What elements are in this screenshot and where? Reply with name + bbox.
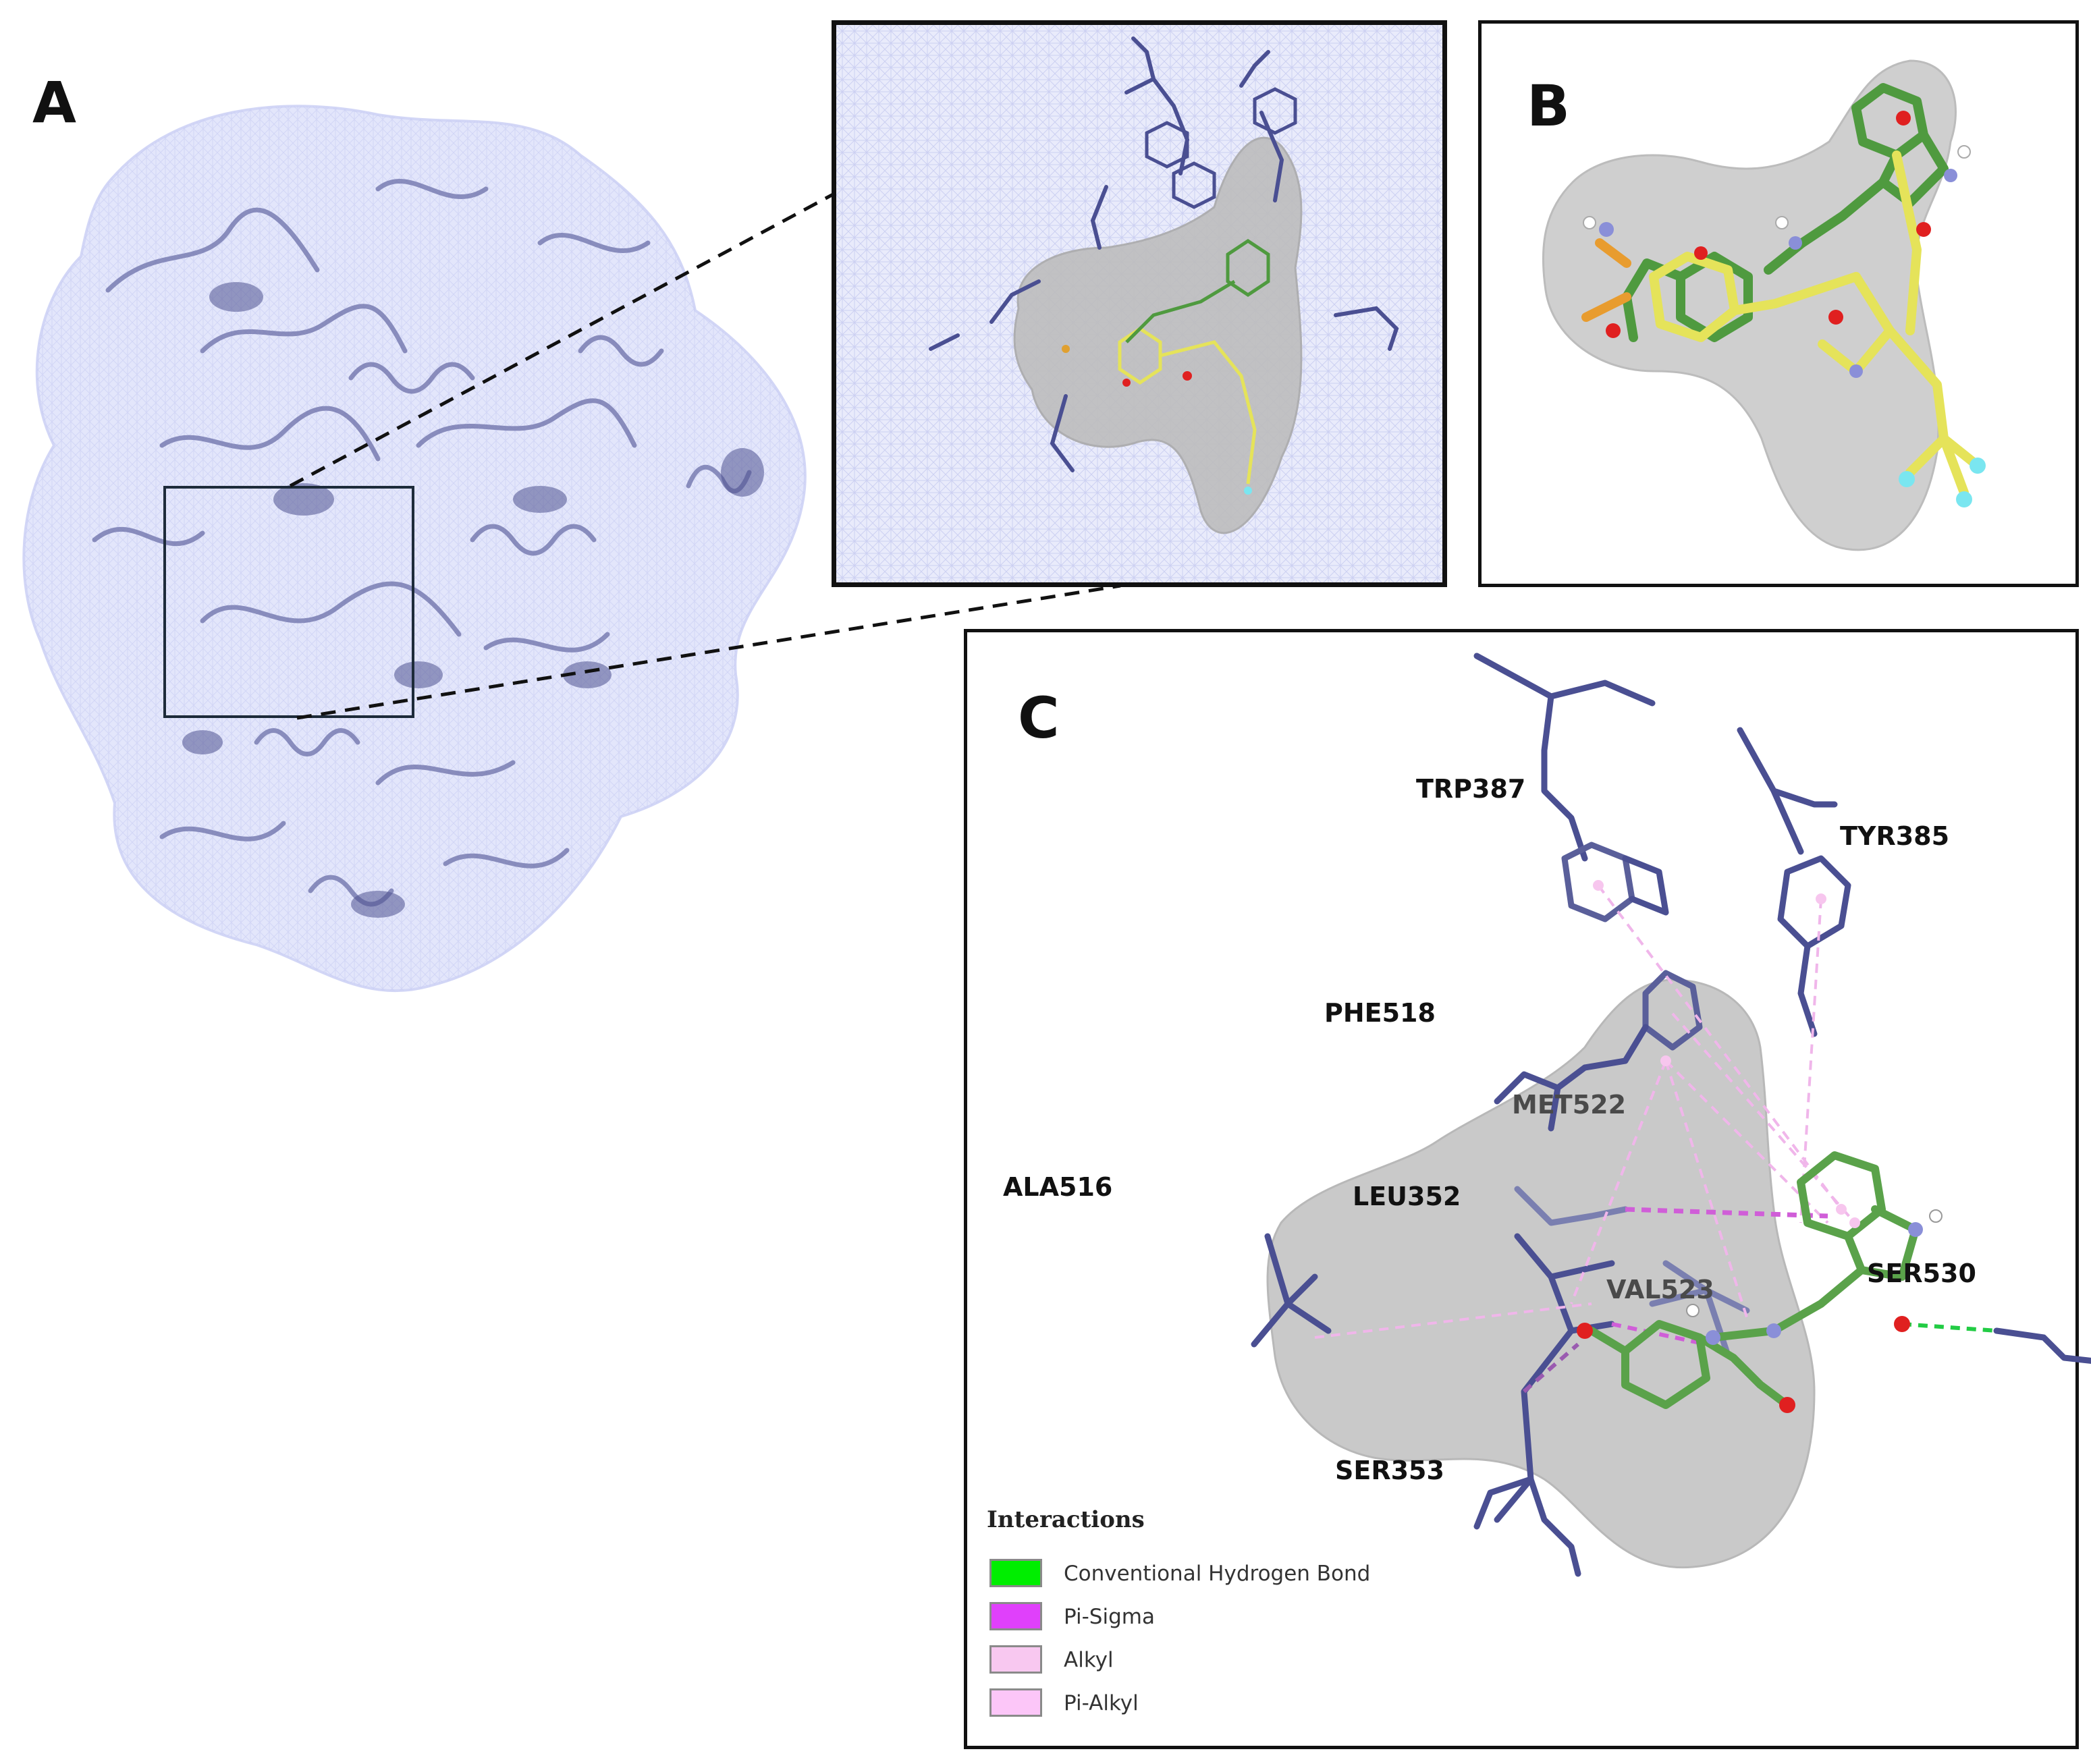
- ring-sticks: [1145, 87, 1297, 209]
- interactions-legend: Interactions Conventional Hydrogen Bond …: [987, 1506, 1459, 1736]
- ser530-stick: [1993, 1327, 2091, 1364]
- legend-label-alkyl: Alkyl: [1064, 1648, 1114, 1672]
- legend-swatch-pi-sigma: [989, 1602, 1042, 1630]
- zoom-selection-box: [163, 486, 414, 718]
- zoom-inset-frame: [832, 20, 1447, 587]
- residue-label-ser530: SER530: [1867, 1259, 1976, 1288]
- residue-label-trp387: TRP387: [1416, 774, 1526, 804]
- residue-label-ala516: ALA516: [1003, 1172, 1113, 1202]
- legend-swatch-pi-alkyl: [989, 1688, 1042, 1717]
- panel-c-label: C: [1018, 685, 1060, 751]
- legend-swatch-hydrogen-bond: [989, 1559, 1042, 1587]
- residue-label-leu352: LEU352: [1353, 1182, 1461, 1211]
- val523-stick: [1649, 1260, 1750, 1354]
- residue-sticks-c: [1251, 653, 2091, 1577]
- legend-item-pi-sigma: Pi-Sigma: [989, 1601, 1435, 1633]
- legend-item-hydrogen-bond: Conventional Hydrogen Bond: [989, 1558, 1435, 1590]
- ligand-c: [1587, 1151, 1920, 1409]
- trp387-stick: [1473, 653, 1656, 862]
- ligand-yellow-b: [1649, 150, 1982, 497]
- legend-item-pi-alkyl: Pi-Alkyl: [989, 1687, 1435, 1719]
- legend-label-pi-sigma: Pi-Sigma: [1064, 1605, 1155, 1629]
- residue-label-tyr385: TYR385: [1840, 821, 1950, 851]
- ligand-atoms-b: [1583, 111, 1986, 507]
- tyr385-stick: [1737, 727, 1838, 855]
- residue-label-ser353: SER353: [1335, 1456, 1444, 1485]
- pocket-surface: [1013, 136, 1303, 534]
- ribbon-helices: [182, 282, 764, 918]
- ligand-surface-c: [1266, 979, 1816, 1569]
- zoom-inset-render: [836, 25, 1442, 582]
- phe518-stick: [1494, 1024, 1649, 1132]
- ser353-stick: [1473, 1476, 1581, 1577]
- ala516-stick: [1251, 1233, 1332, 1348]
- panel-c-render: [1251, 653, 2091, 1577]
- residue-label-met522: MET522: [1512, 1090, 1627, 1120]
- residue-label-val523: VAL523: [1606, 1275, 1714, 1304]
- met522-stick: [1514, 1186, 1629, 1226]
- tyr385-ring: [1777, 855, 1851, 949]
- legend-label-hydrogen-bond: Conventional Hydrogen Bond: [1064, 1562, 1371, 1586]
- ligand-atoms-c: [1577, 880, 1943, 1413]
- legend-item-alkyl: Alkyl: [989, 1644, 1435, 1676]
- interaction-lines-c: [1314, 884, 1997, 1394]
- legend-label-pi-alkyl: Pi-Alkyl: [1064, 1691, 1139, 1715]
- panel-b-ligand-render: [1542, 59, 1986, 551]
- protein-ribbons: [92, 179, 752, 907]
- protein-surface-overview: [22, 105, 807, 993]
- legend-swatch-alkyl: [989, 1645, 1042, 1674]
- panel-a-label: A: [32, 70, 77, 136]
- residue-label-phe518: PHE518: [1324, 998, 1436, 1028]
- pocket-ligand: [1062, 238, 1270, 495]
- panel-b-label: B: [1527, 73, 1571, 139]
- legend-title: Interactions: [987, 1506, 1145, 1533]
